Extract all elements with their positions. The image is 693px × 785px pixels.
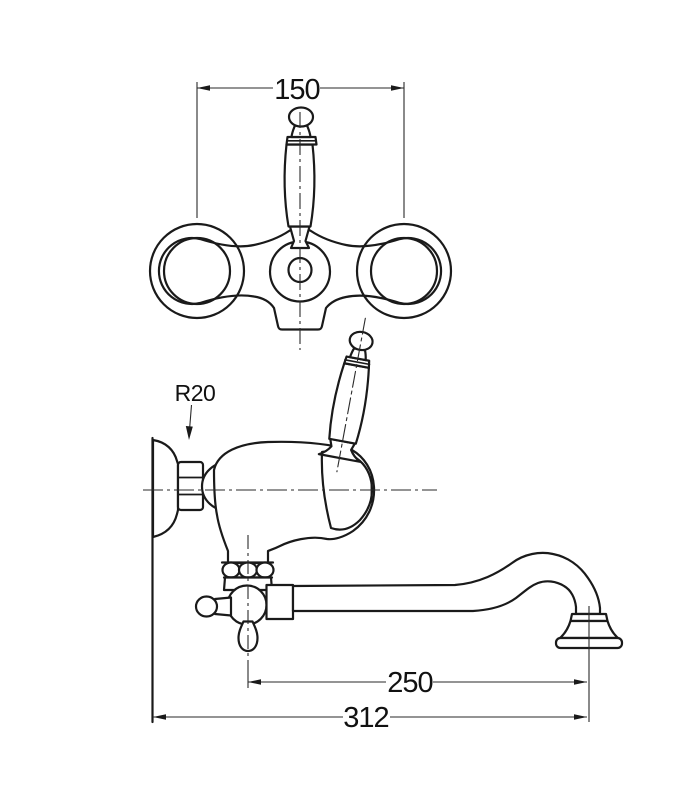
- r20-leader-line: [188, 404, 193, 431]
- wall-flange: [151, 438, 180, 539]
- left-escutcheon-inner-ring: [162, 236, 232, 306]
- front-lever-body: [283, 143, 316, 228]
- diverter-body: [226, 584, 268, 626]
- front-lever-neck: [290, 124, 312, 139]
- side-view: [151, 317, 624, 724]
- dim-150-arrow-left: [197, 85, 210, 91]
- left-escutcheon-outer-ring: [148, 222, 246, 320]
- dim-150-label: 150: [274, 74, 319, 106]
- centerlines: [143, 112, 437, 666]
- dim-150-arrow-right: [391, 85, 404, 91]
- dim-250-arrow-left: [248, 679, 261, 685]
- dim-312-arrow-right: [574, 714, 587, 720]
- dim-250-arrow-right: [574, 679, 587, 685]
- r20-label: R20: [175, 380, 216, 406]
- side-lever-handle: [317, 317, 374, 473]
- dim-250: 250: [247, 606, 590, 722]
- dim-312: 312: [153, 702, 587, 734]
- dim-150: 150: [196, 74, 405, 218]
- right-escutcheon-outer-ring: [355, 222, 453, 320]
- side-lever-neck: [348, 347, 367, 362]
- hex-nut: [176, 460, 205, 512]
- diverter-knob-cap: [194, 595, 219, 618]
- spout-connector: [265, 583, 295, 621]
- dim-312-label: 312: [343, 702, 388, 734]
- dim-312-arrow-left: [153, 714, 166, 720]
- spout-tube: [291, 551, 602, 616]
- front-lever-knob: [287, 106, 315, 128]
- side-lever-centerline: [336, 317, 366, 473]
- dim-250-label: 250: [387, 667, 432, 699]
- right-escutcheon-inner-ring: [369, 236, 439, 306]
- front-lever-handle: [283, 106, 318, 250]
- side-lever-base: [317, 437, 362, 463]
- r20-leader-arrow: [185, 426, 193, 440]
- note-r20: R20: [175, 380, 216, 440]
- side-lever-collar-line: [344, 359, 371, 366]
- dimension-annotations: 150 R20 250 312: [153, 74, 590, 734]
